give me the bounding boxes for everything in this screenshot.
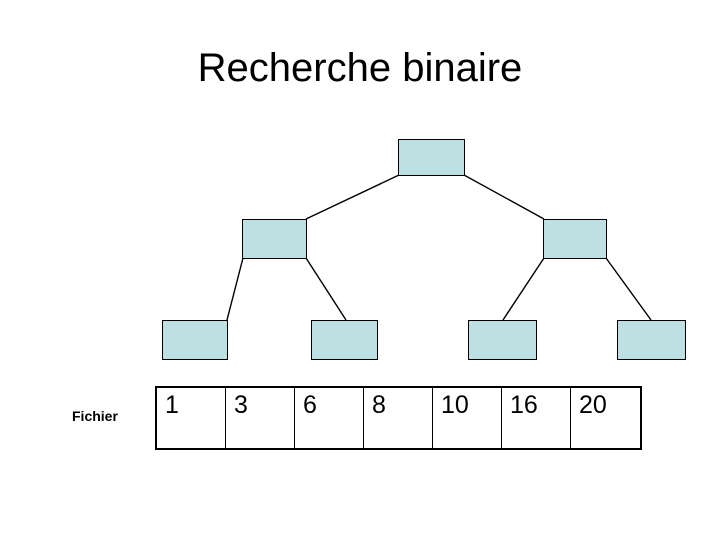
array-cell-value: 10 — [441, 391, 469, 419]
tree-node-root — [398, 139, 465, 176]
array-cell: 10 — [433, 388, 502, 448]
edge-left-to-leaf1 — [226, 257, 244, 321]
array-cell: 1 — [157, 388, 226, 448]
array-cell-value: 20 — [579, 391, 607, 419]
tree-node-leaf-4 — [617, 320, 686, 360]
edge-root-to-left — [305, 174, 400, 220]
tree-node-leaf-3 — [468, 320, 537, 360]
edge-right-to-leaf4 — [605, 257, 652, 321]
array-cell: 8 — [364, 388, 433, 448]
array-cell: 20 — [571, 388, 640, 448]
array-cell: 6 — [295, 388, 364, 448]
edge-root-to-right — [463, 174, 545, 220]
array-label-fichier: Fichier — [72, 408, 118, 424]
tree-node-leaf-1 — [162, 320, 228, 360]
file-array: 1 3 6 8 10 16 20 — [155, 386, 642, 450]
tree-node-leaf-2 — [311, 320, 378, 360]
array-cell-value: 6 — [303, 391, 317, 419]
array-cell: 3 — [226, 388, 295, 448]
array-cell-value: 16 — [510, 391, 538, 419]
array-cell: 16 — [502, 388, 571, 448]
edge-right-to-leaf3 — [502, 257, 545, 321]
tree-node-left — [242, 219, 307, 259]
page-title: Recherche binaire — [197, 46, 523, 90]
array-cell-value: 3 — [234, 391, 248, 419]
edge-left-to-leaf2 — [305, 257, 347, 321]
array-cell-value: 8 — [372, 391, 386, 419]
array-cell-value: 1 — [165, 391, 179, 419]
tree-node-right — [543, 219, 607, 259]
